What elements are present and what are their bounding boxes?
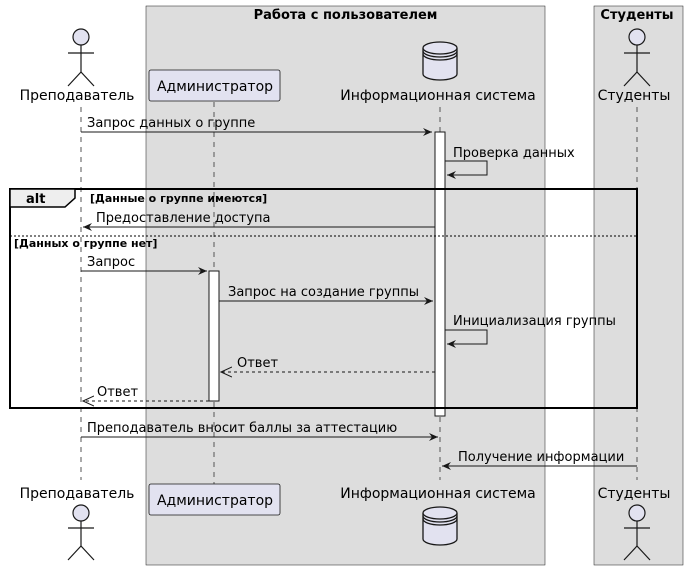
alt-frame [9,188,638,409]
participant-admin-bottom: Администратор [148,483,281,516]
activation-admin [208,270,220,402]
participant-label: Администратор [157,79,273,95]
participant-label: Информационная система [340,88,536,104]
alt-guard-1: [Данные о группе имеются] [90,192,267,205]
alt-tab [9,188,76,208]
message-m10: Получение информации [442,450,637,470]
actor-icon [623,504,651,561]
participant-label: Студенты [598,88,671,104]
message-m6: Инициализация группы [445,314,616,348]
database-icon [422,506,458,546]
participant-students-bottom: Студенты [598,486,671,561]
message-m7: Ответ [221,356,435,372]
participant-label: Студенты [598,486,671,502]
alt-fragment: alt [Данные о группе имеются] [Данных о … [9,188,638,409]
message-label: Запрос на создание группы [228,285,419,300]
message-label: Инициализация группы [453,314,616,329]
box-user-title: Работа с пользователем [254,8,438,23]
message-label: Получение информации [458,450,624,465]
participant-system-top: Информационная система [340,41,536,104]
message-label: Запрос [87,255,135,270]
message-label: Преподаватель вносит баллы за аттестацию [87,421,397,436]
alt-keyword: alt [26,192,45,207]
participant-label: Администратор [157,493,273,509]
message-label: Запрос данных о группе [87,116,255,131]
message-m1: Запрос данных о группе [81,116,432,136]
actor-icon [623,28,651,87]
message-m4: Запрос [81,255,207,275]
activation-system [434,131,446,417]
participant-label: Преподаватель [20,88,135,104]
message-label: Проверка данных [453,146,575,161]
participant-teacher-top: Преподаватель [20,28,135,104]
participant-admin-top: Администратор [148,69,281,102]
database-icon [422,41,458,81]
actor-icon [67,504,95,561]
message-label: Ответ [237,356,278,371]
message-m2: Проверка данных [445,146,575,179]
message-m3: Предоставление доступа [83,211,435,231]
actor-icon [67,28,95,87]
alt-guard-2: [Данных о группе нет] [14,237,157,250]
box-students [593,5,684,566]
box-students-group: Студенты [593,5,684,566]
participant-students-top: Студенты [598,28,671,104]
participant-teacher-bottom: Преподаватель [20,486,135,561]
message-m5: Запрос на создание группы [219,285,433,305]
message-m9: Преподаватель вносит баллы за аттестацию [81,421,438,441]
participant-system-bottom: Информационная система [340,486,536,546]
message-label: Предоставление доступа [96,211,271,226]
box-students-title: Студенты [600,8,673,23]
message-label: Ответ [97,385,138,400]
participant-label: Преподаватель [20,486,135,502]
message-m8: Ответ [83,385,209,401]
participant-label: Информационная система [340,486,536,502]
